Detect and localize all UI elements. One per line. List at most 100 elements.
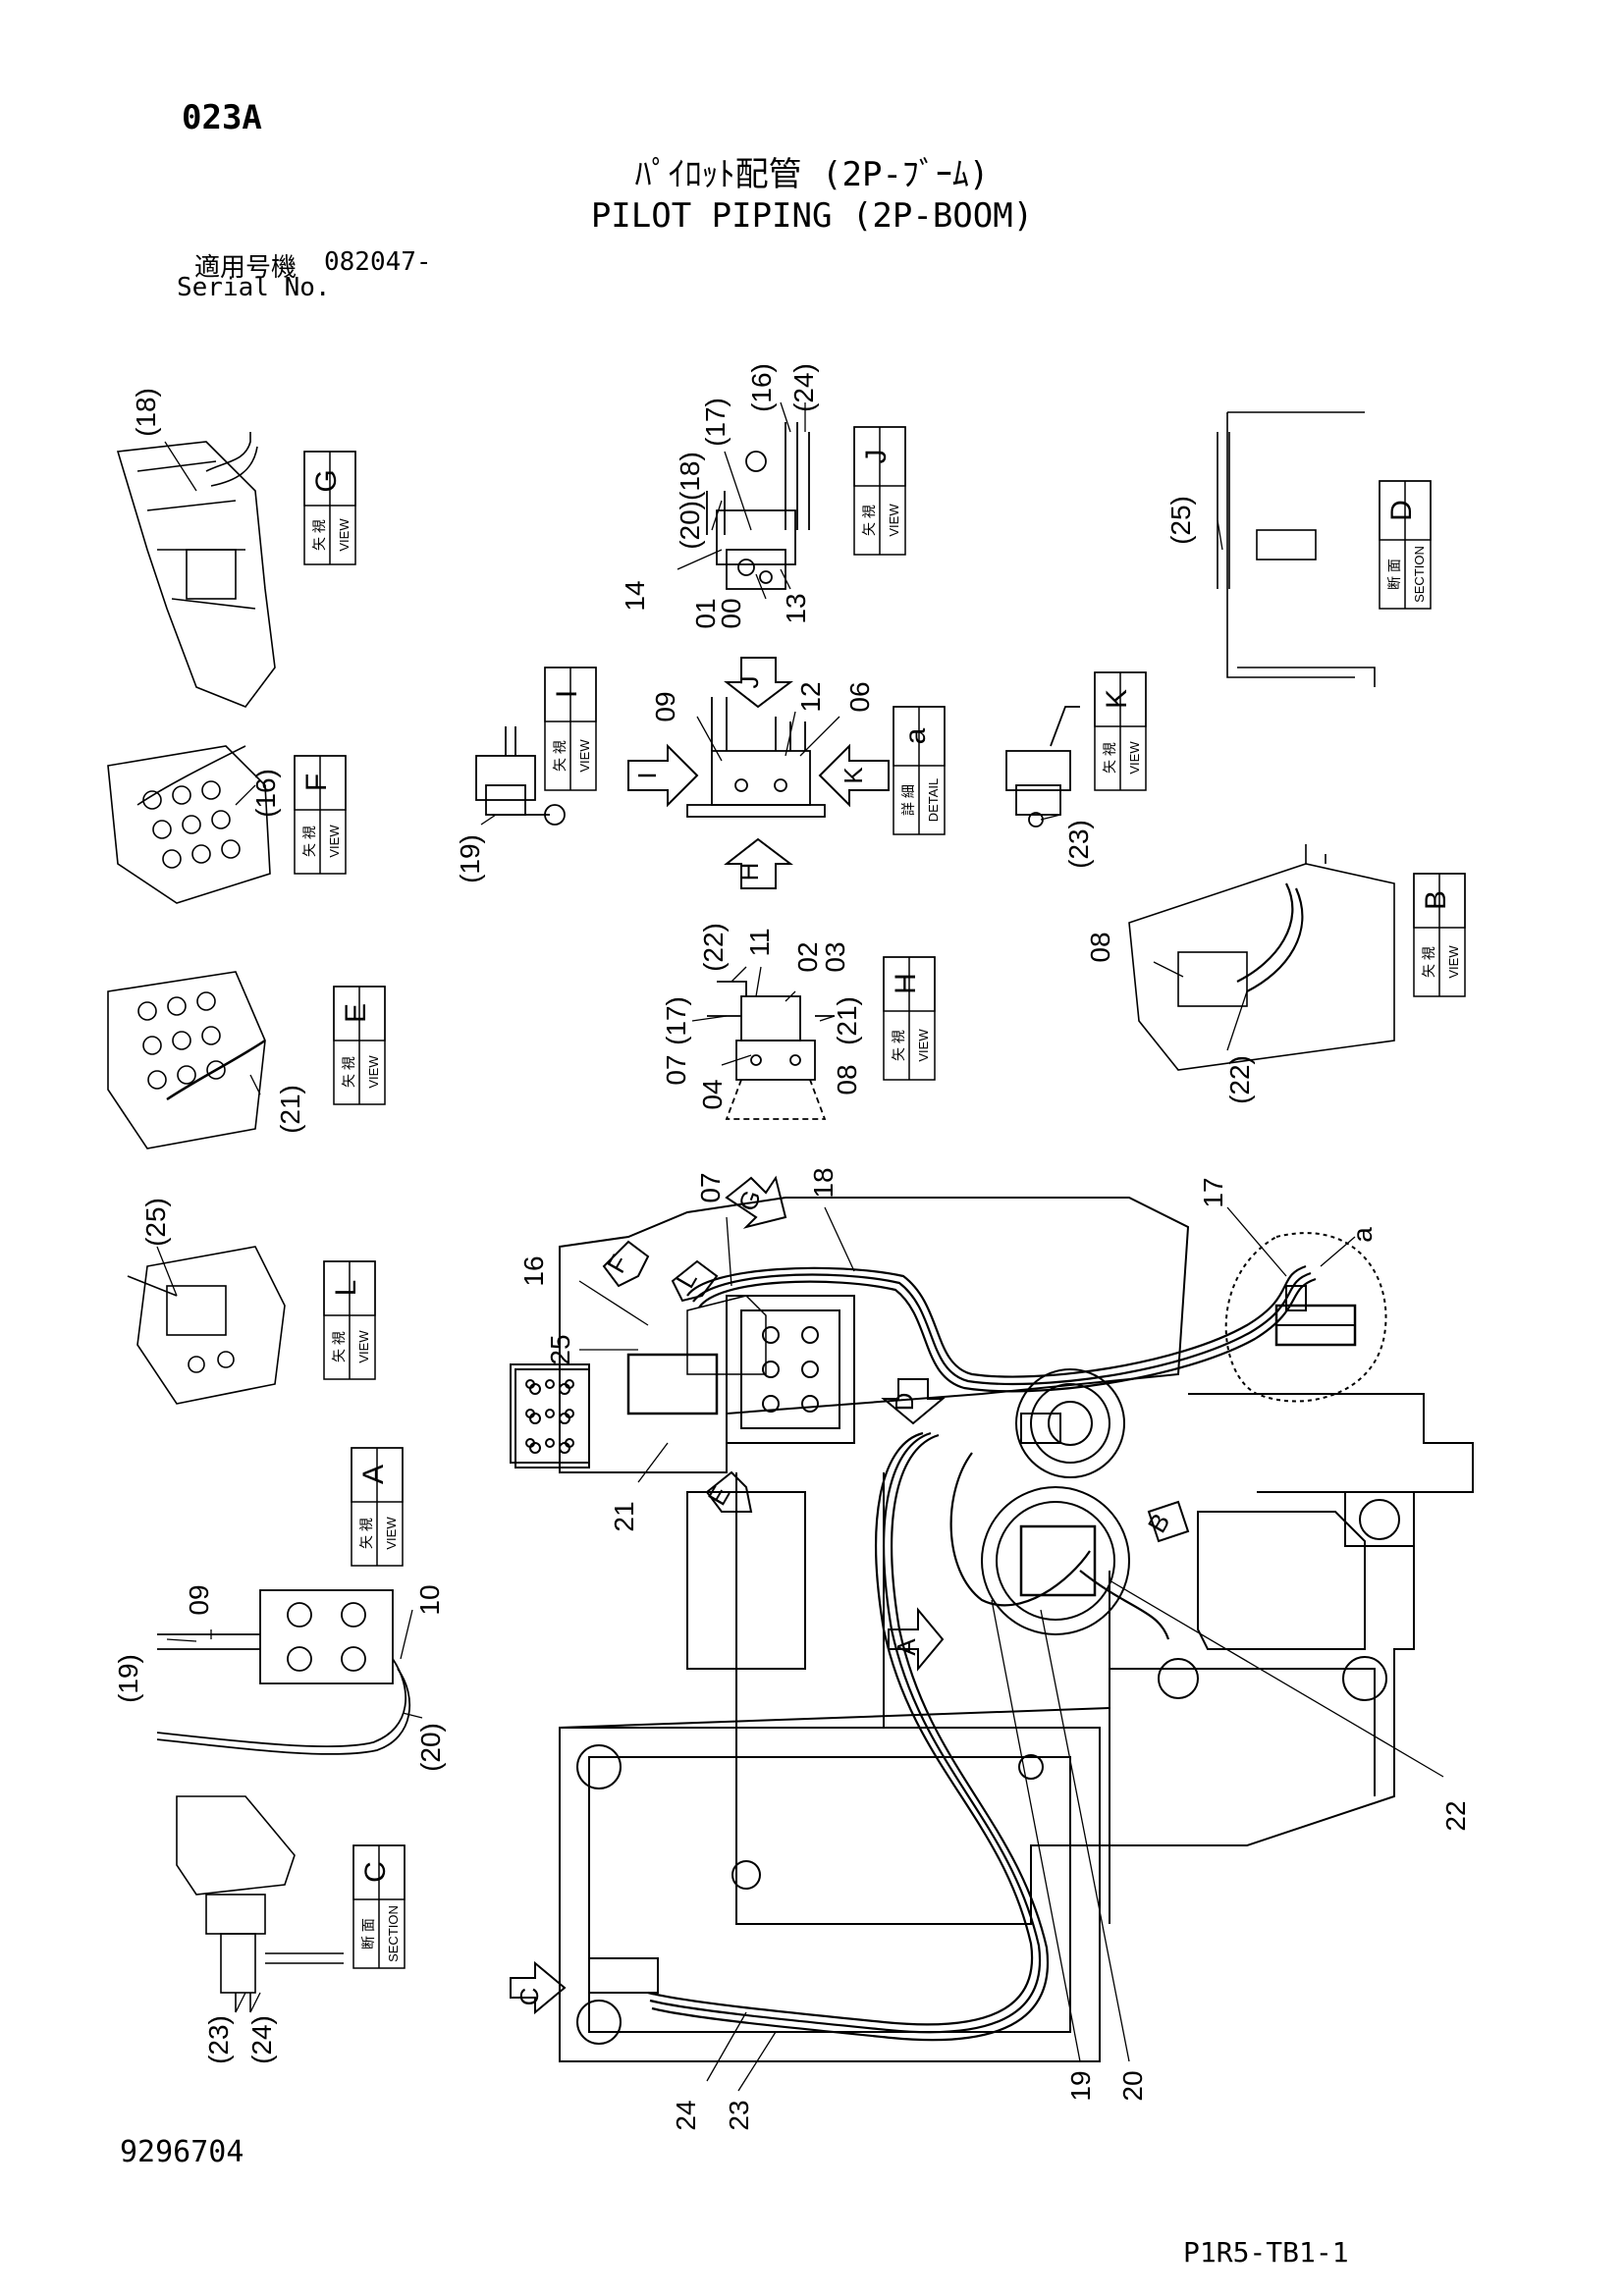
leader-lines (156, 401, 1444, 2092)
callout-label: 13 (781, 593, 811, 623)
callout-label: 02 (792, 941, 823, 972)
callout-label: 23 (724, 2100, 754, 2130)
callout-label: 16 (518, 1255, 549, 1286)
view-box-jp: 矢 視 (311, 519, 327, 551)
view-box-en: VIEW (366, 1055, 381, 1089)
callout-label: (17) (661, 996, 691, 1045)
arrow-letter: E (702, 1480, 736, 1510)
callout-label: 19 (1065, 2070, 1096, 2101)
callout-label: 09 (650, 691, 680, 721)
title-japanese: ﾊﾟｲﾛｯﾄ配管 (2P-ﾌﾞｰﾑ) (634, 155, 990, 194)
view-box-en: VIEW (1127, 741, 1142, 774)
callout-label: 10 (414, 1584, 445, 1615)
view-j-sketch (706, 422, 810, 590)
view-box-en: VIEW (384, 1517, 399, 1550)
view-f-sketch (107, 745, 271, 904)
view-box-jp: 矢 視 (341, 1056, 356, 1088)
callout-label: (20)(18) (675, 452, 705, 550)
callout-label: 01 (690, 598, 721, 628)
view-a-sketch (156, 1589, 411, 1755)
view-b-sketch (1128, 844, 1395, 1071)
view-box-en: DETAIL (926, 778, 941, 823)
detail-a-region (1224, 1232, 1387, 1403)
view-box-jp: 詳 細 (900, 784, 916, 816)
view-box-en: SECTION (386, 1905, 401, 1962)
view-h-sketch (707, 981, 835, 1120)
view-k-sketch (1005, 706, 1080, 828)
view-i-sketch (475, 726, 566, 826)
figure-number: 9296704 (120, 2135, 244, 2169)
callout-label: 24 (671, 2100, 701, 2130)
page-code: 023A (182, 98, 262, 137)
view-box-letter: L (330, 1280, 362, 1297)
detail-a-sketch (686, 697, 826, 818)
view-box-jp: 矢 視 (358, 1518, 374, 1549)
arrow-letter: C (514, 1988, 544, 2006)
callout-label: (16) (250, 769, 281, 818)
view-box-letter: K (1101, 689, 1133, 709)
serial-label-english: Serial No. (177, 273, 331, 302)
arrow-letter: G (732, 1186, 767, 1214)
callout-label: 04 (697, 1079, 728, 1109)
callout-label: 08 (832, 1064, 862, 1095)
arrow-letter: J (734, 676, 764, 689)
title-english: PILOT PIPING (2P-BOOM) (590, 196, 1034, 236)
callout-label: (24) (788, 363, 819, 412)
view-box-jp: 矢 視 (552, 740, 568, 772)
view-box-jp: 矢 視 (891, 1030, 906, 1061)
callout-label: 08 (1085, 932, 1115, 962)
callout-label: a (1347, 1227, 1378, 1243)
view-box-jp: 断 面 (1386, 559, 1402, 590)
view-box-letter: H (890, 973, 922, 994)
callout-label: (21) (832, 996, 862, 1045)
pilot-hoses (647, 1264, 1317, 2042)
serial-value: 082047- (324, 247, 432, 277)
view-box-letter: C (359, 1861, 392, 1883)
view-g-sketch (116, 432, 276, 708)
arrow-letter: F (601, 1250, 634, 1278)
pedal-bracket (588, 1957, 659, 1994)
view-box-en: VIEW (337, 518, 352, 552)
view-boxes (294, 426, 1466, 1969)
callout-label: (24) (246, 2015, 277, 2064)
view-box-letter: J (860, 450, 893, 464)
view-box-letter: E (340, 1003, 372, 1023)
callout-label: (23) (1063, 820, 1094, 869)
view-box-en: VIEW (916, 1029, 931, 1062)
callout-label: 20 (1117, 2070, 1148, 2101)
view-box-letter: I (551, 690, 583, 698)
callout-label: 07 (695, 1172, 726, 1202)
view-box-letter: B (1420, 890, 1452, 910)
view-box-en: VIEW (1446, 945, 1461, 979)
callout-label: 25 (545, 1334, 575, 1364)
view-box-en: SECTION (1412, 546, 1427, 603)
callout-label: 21 (609, 1501, 639, 1531)
callout-label: (18) (131, 388, 161, 437)
view-box-en: VIEW (356, 1330, 371, 1363)
callout-label: 06 (844, 681, 875, 712)
sheet-id: P1R5-TB1-1 (1183, 2236, 1349, 2269)
callout-label: (25) (1165, 496, 1196, 545)
view-box-jp: 矢 視 (301, 826, 317, 857)
callout-label: 22 (1440, 1800, 1471, 1831)
view-box-en: VIEW (887, 504, 901, 537)
arrow-letter: B (1142, 1508, 1176, 1537)
callout-label: (17) (700, 398, 731, 447)
arrow-letter: K (839, 767, 868, 784)
main-view-arrows (510, 1175, 1190, 2015)
view-box-en: VIEW (327, 825, 342, 858)
view-l-sketch (127, 1246, 286, 1405)
arrow-letter: H (734, 863, 764, 881)
callout-label: 11 (744, 928, 775, 956)
callout-label: (23) (203, 2015, 234, 2064)
view-box-letter: A (357, 1465, 390, 1484)
view-box-en: VIEW (577, 739, 592, 773)
callout-label: (25) (140, 1198, 171, 1247)
callout-label: (16) (746, 363, 777, 412)
swing-motor (981, 1368, 1130, 1635)
callout-label: (22) (698, 923, 729, 972)
view-box-jp: 矢 視 (331, 1331, 347, 1362)
callout-label: 18 (808, 1167, 839, 1198)
view-box-jp: 矢 視 (861, 505, 877, 536)
